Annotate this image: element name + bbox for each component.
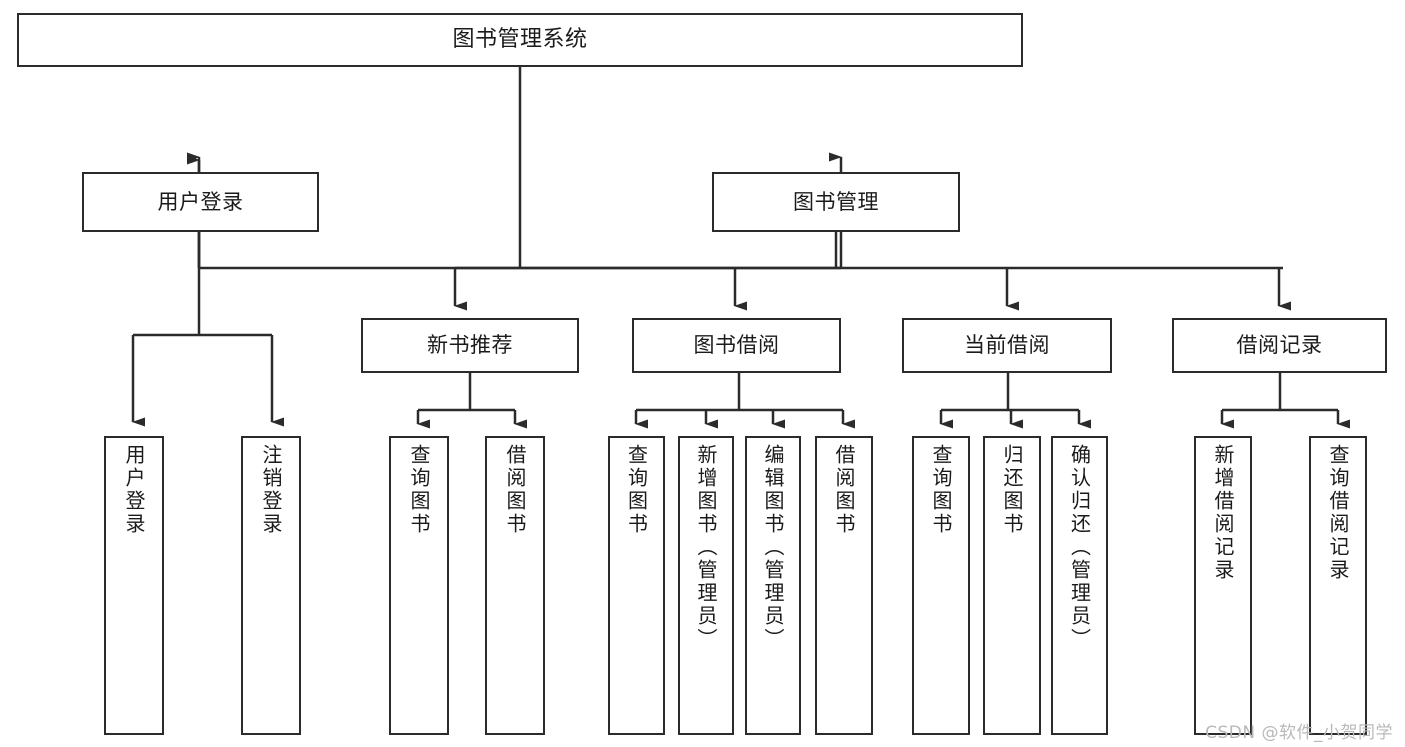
node-leaf-return-book[interactable]: 归还图书 bbox=[983, 436, 1041, 735]
node-user-login[interactable]: 用户登录 bbox=[82, 172, 319, 232]
node-book-borrow[interactable]: 图书借阅 bbox=[632, 318, 841, 373]
node-leaf-query-borrow-record-label: 查询借阅记录 bbox=[1326, 444, 1350, 582]
node-leaf-edit-book-admin-label: 编辑图书（管理员） bbox=[761, 444, 785, 651]
node-root[interactable]: 图书管理系统 bbox=[17, 13, 1023, 67]
node-leaf-confirm-return-admin-label: 确认归还（管理员） bbox=[1067, 444, 1092, 651]
node-current-borrow-label: 当前借阅 bbox=[964, 333, 1050, 358]
node-new-book-recommend-label: 新书推荐 bbox=[427, 333, 513, 358]
node-book-manage[interactable]: 图书管理 bbox=[712, 172, 960, 232]
node-leaf-query-book-rec[interactable]: 查询图书 bbox=[389, 436, 449, 735]
node-leaf-borrow-book-rec-label: 借阅图书 bbox=[503, 444, 527, 536]
node-leaf-borrow-book-rec[interactable]: 借阅图书 bbox=[485, 436, 545, 735]
node-leaf-user-logout-label: 注销登录 bbox=[259, 444, 283, 536]
node-leaf-add-borrow-record[interactable]: 新增借阅记录 bbox=[1194, 436, 1252, 735]
node-new-book-recommend[interactable]: 新书推荐 bbox=[361, 318, 579, 373]
node-leaf-query-borrow-record[interactable]: 查询借阅记录 bbox=[1309, 436, 1367, 735]
node-leaf-user-login-label: 用户登录 bbox=[122, 444, 146, 536]
tree-edges bbox=[187, 67, 841, 270]
node-leaf-query-book-rec-label: 查询图书 bbox=[407, 444, 431, 536]
node-leaf-add-borrow-record-label: 新增借阅记录 bbox=[1211, 444, 1235, 582]
node-leaf-user-login[interactable]: 用户登录 bbox=[104, 436, 164, 735]
node-leaf-borrow-book[interactable]: 借阅图书 bbox=[815, 436, 873, 735]
node-book-manage-label: 图书管理 bbox=[793, 189, 879, 214]
watermark-text: CSDN @软件_小贺同学 bbox=[1205, 723, 1393, 743]
node-leaf-confirm-return-admin[interactable]: 确认归还（管理员） bbox=[1051, 436, 1108, 735]
node-leaf-query-book-cur-label: 查询图书 bbox=[929, 444, 953, 536]
node-borrow-record[interactable]: 借阅记录 bbox=[1172, 318, 1387, 373]
node-leaf-edit-book-admin[interactable]: 编辑图书（管理员） bbox=[745, 436, 801, 735]
node-leaf-add-book-admin-label: 新增图书（管理员） bbox=[694, 444, 718, 651]
node-book-borrow-label: 图书借阅 bbox=[693, 333, 780, 358]
node-leaf-add-book-admin[interactable]: 新增图书（管理员） bbox=[678, 436, 734, 735]
node-leaf-query-book-borrow[interactable]: 查询图书 bbox=[608, 436, 665, 735]
node-leaf-query-book-borrow-label: 查询图书 bbox=[624, 444, 649, 536]
node-leaf-query-book-cur[interactable]: 查询图书 bbox=[912, 436, 970, 735]
node-leaf-user-logout[interactable]: 注销登录 bbox=[241, 436, 301, 735]
node-current-borrow[interactable]: 当前借阅 bbox=[902, 318, 1112, 373]
arrow-edges bbox=[131, 152, 1350, 429]
node-root-label: 图书管理系统 bbox=[452, 27, 588, 53]
node-leaf-return-book-label: 归还图书 bbox=[1000, 444, 1024, 536]
node-leaf-borrow-book-label: 借阅图书 bbox=[832, 444, 856, 536]
node-borrow-record-label: 借阅记录 bbox=[1236, 333, 1323, 358]
node-user-login-label: 用户登录 bbox=[157, 189, 244, 214]
